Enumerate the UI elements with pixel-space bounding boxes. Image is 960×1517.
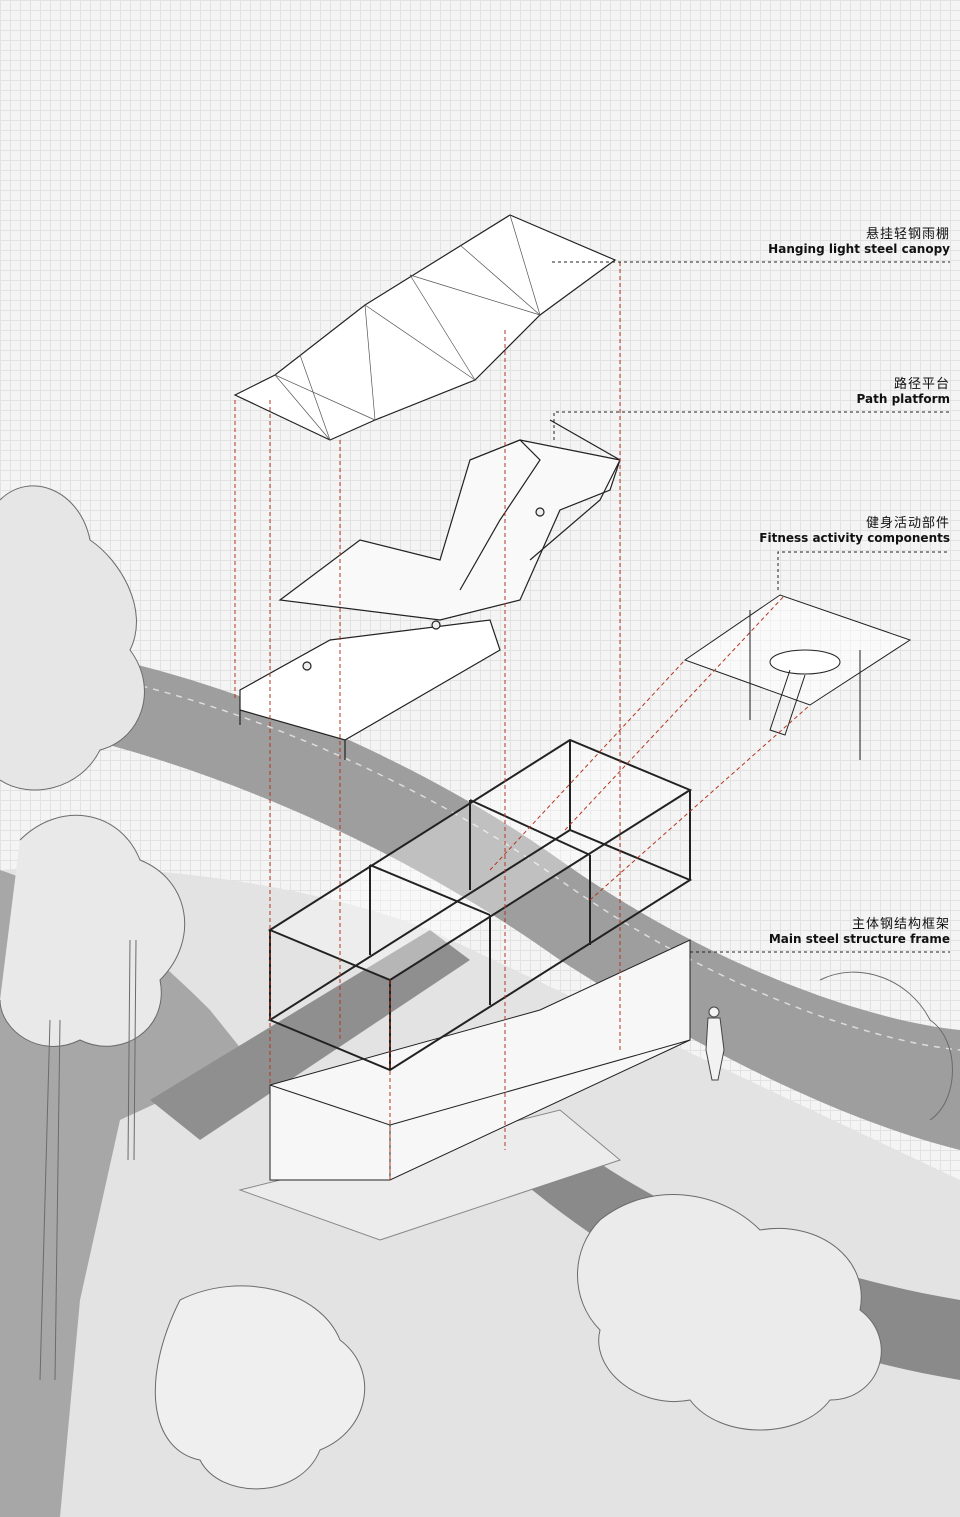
frame-label-zh: 主体钢结构框架 (851, 917, 950, 932)
fitness-label-zh: 健身活动部件 (865, 516, 950, 531)
frame-label-en: Main steel structure frame (768, 932, 950, 947)
canopy-label-en: Hanging light steel canopy (768, 242, 950, 257)
path-platform (239, 419, 621, 760)
platform-label-en: Path platform (856, 392, 950, 407)
hanging-canopy (233, 214, 617, 441)
fitness-label: 健身活动部件 Fitness activity components (759, 516, 950, 545)
platform-label-zh: 路径平台 (893, 377, 950, 392)
frame-label: 主体钢结构框架 Main steel structure frame (769, 917, 950, 946)
fitness-label-en: Fitness activity components (759, 531, 950, 546)
fitness-components (683, 594, 912, 760)
leader-lines (552, 261, 950, 953)
platform-label: 路径平台 Path platform (857, 377, 950, 406)
trees (0, 485, 953, 1490)
person-figure (705, 1006, 725, 1081)
canopy-label-zh: 悬挂轻钢雨棚 (865, 227, 950, 242)
canopy-label: 悬挂轻钢雨棚 Hanging light steel canopy (768, 227, 950, 256)
projection-lines (234, 262, 811, 1180)
